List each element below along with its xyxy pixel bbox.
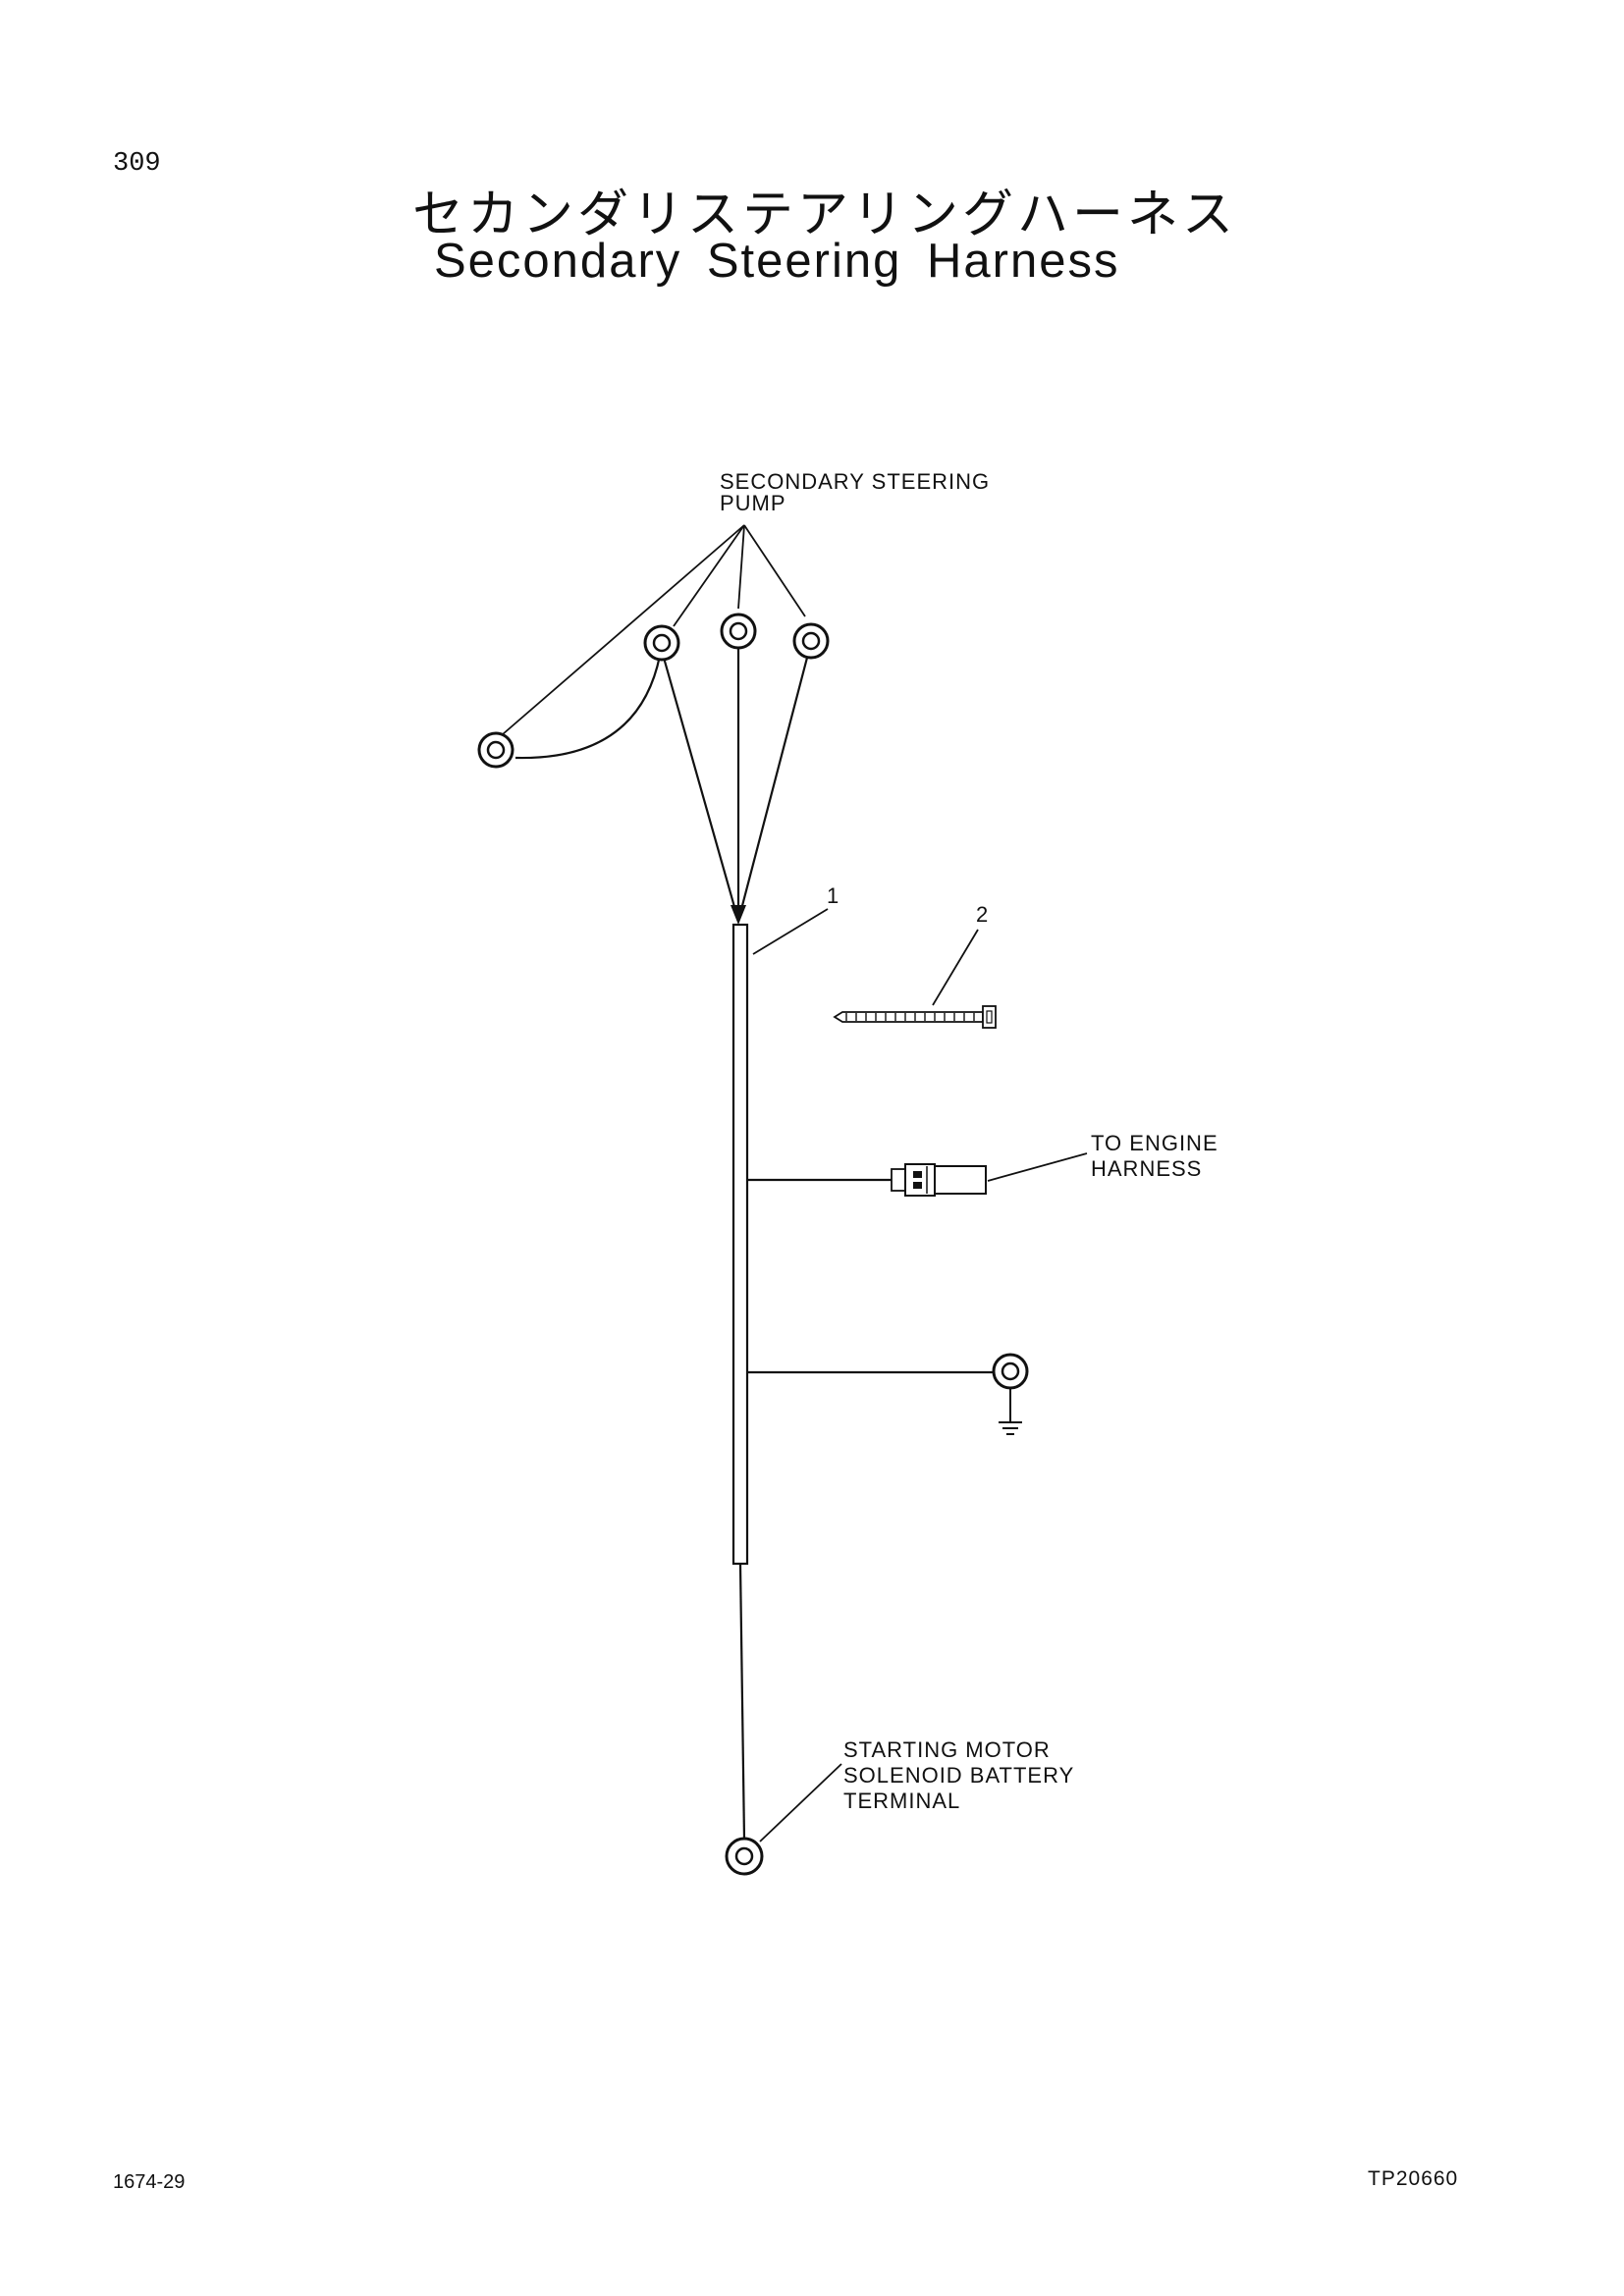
label-motor-line1: STARTING MOTOR	[843, 1737, 1051, 1762]
callout-number-2: 2	[976, 902, 988, 927]
footer-left-code: 1674-29	[113, 2171, 186, 2193]
harness-tube	[731, 923, 749, 1566]
title-english: Secondary Steering Harness	[434, 235, 1120, 288]
label-motor-line3: TERMINAL	[843, 1789, 960, 1813]
ground-ring-terminal	[992, 1353, 1029, 1390]
label-engine-line1: TO ENGINE	[1091, 1131, 1218, 1155]
ring-terminal-right	[792, 622, 830, 660]
lower-wire	[738, 1563, 746, 1841]
callout-leader-2	[932, 929, 979, 1006]
motor-ring-terminal	[725, 1837, 764, 1876]
footer-right-code: TP20660	[1368, 2167, 1459, 2190]
ring-terminal-center	[720, 613, 757, 650]
label-pump-line2: PUMP	[720, 491, 786, 515]
label-engine-line2: HARNESS	[1091, 1156, 1202, 1181]
engine-leader-line	[987, 1152, 1088, 1182]
pump-leader-lines	[502, 524, 806, 735]
motor-leader-line	[759, 1763, 842, 1842]
ground-symbol-icon	[999, 1388, 1022, 1435]
label-pump-line1: SECONDARY STEERING	[720, 469, 990, 494]
ring-terminal-far-left	[477, 731, 514, 769]
ring-terminal-left	[643, 624, 680, 662]
page-number: 309	[113, 149, 161, 179]
callout-leader-1	[752, 908, 829, 955]
pump-wires	[514, 648, 809, 925]
connector-icon	[891, 1163, 987, 1197]
label-motor-line2: SOLENOID BATTERY	[843, 1763, 1074, 1788]
cable-tie-icon	[833, 1005, 997, 1029]
callout-number-1: 1	[827, 883, 839, 908]
title-japanese: セカンダリステアリングハーネス	[412, 186, 1238, 244]
